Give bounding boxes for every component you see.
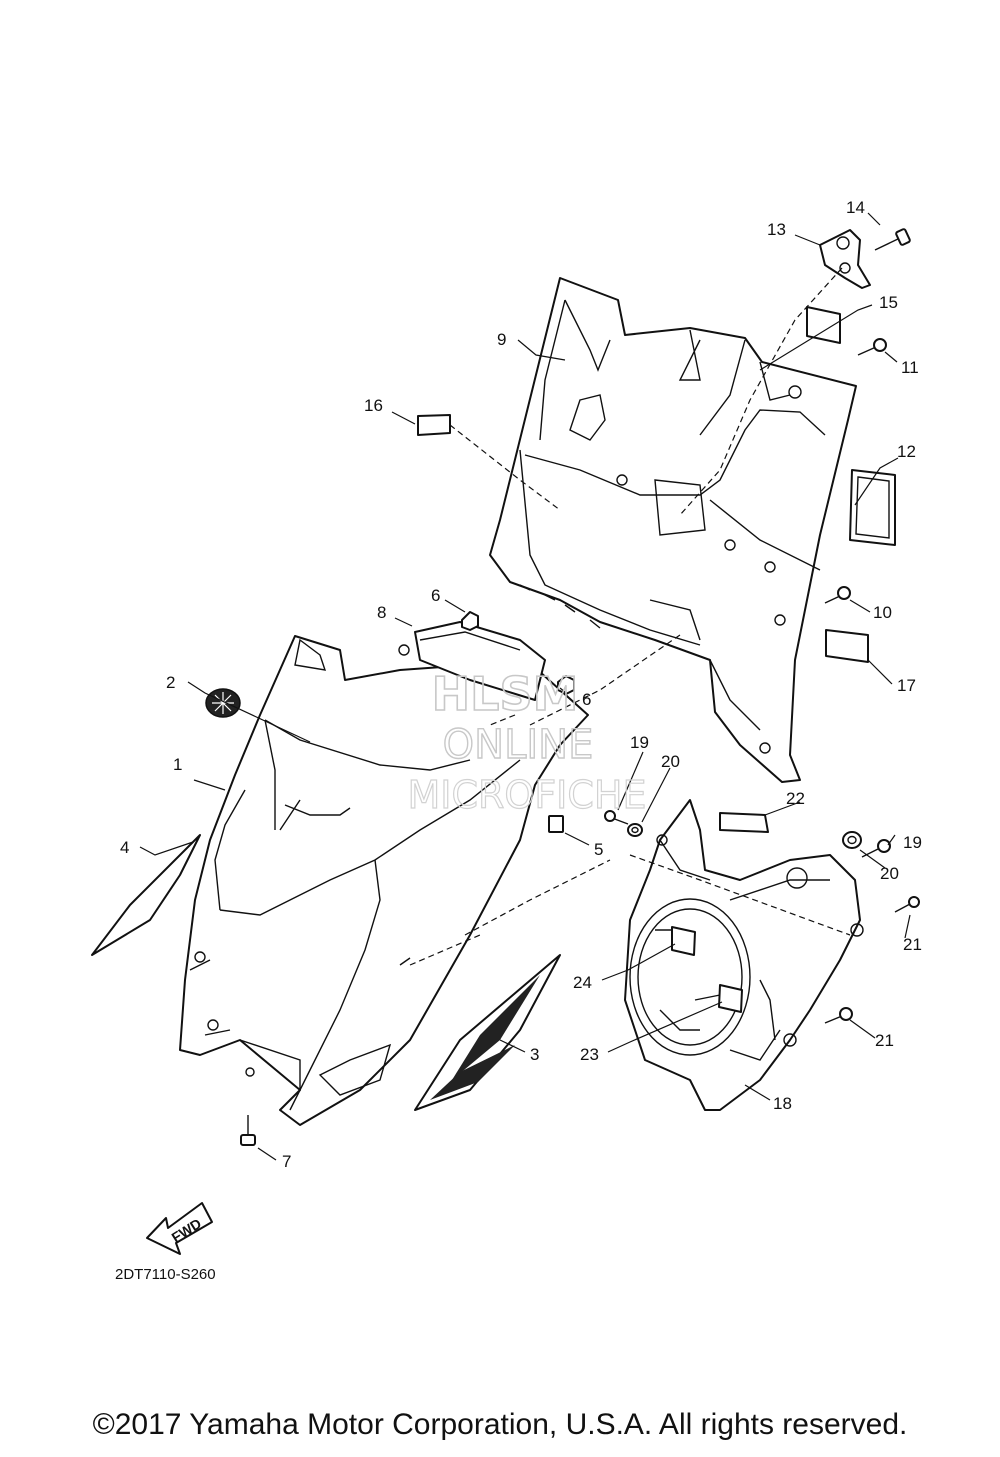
callout-20a: 20 — [661, 752, 680, 771]
callout-13: 13 — [767, 220, 786, 239]
part-13-clip — [819, 229, 871, 289]
part-6a-nut — [461, 611, 479, 631]
callout-4: 4 — [120, 838, 129, 857]
callout-22: 22 — [786, 789, 805, 808]
callout-12: 12 — [897, 442, 916, 461]
callout-10: 10 — [873, 603, 892, 622]
callout-18: 18 — [773, 1094, 792, 1113]
callout-labels: 1 2 3 4 5 6 6 7 8 9 10 11 12 13 14 15 16… — [120, 198, 922, 1171]
part-11-screw — [857, 338, 887, 356]
part-19a-screw — [604, 810, 629, 825]
part-15-label — [806, 306, 841, 344]
part-3-stripe-decal — [414, 954, 561, 1111]
part-23-socket — [694, 984, 743, 1013]
callout-11: 11 — [901, 358, 919, 377]
callout-19b: 19 — [903, 833, 922, 852]
part-22-pad — [719, 812, 769, 833]
part-18-headlight-housing — [624, 799, 864, 1111]
part-17-label — [825, 629, 869, 663]
part-21a-screw — [894, 896, 920, 913]
part-19b-screw — [861, 839, 891, 858]
part-12-reflector — [849, 469, 896, 546]
callout-24: 24 — [573, 973, 592, 992]
watermark-line-1: HLSM — [432, 667, 579, 721]
part-16-label — [417, 414, 451, 436]
callout-7: 7 — [282, 1152, 291, 1171]
part-10-screw — [824, 586, 851, 604]
callout-5: 5 — [594, 840, 603, 859]
callout-2: 2 — [166, 673, 175, 692]
part-2-emblem — [205, 688, 241, 718]
copyright-notice: ©2017 Yamaha Motor Corporation, U.S.A. A… — [92, 1408, 908, 1441]
fwd-arrow-icon: FWD — [146, 1202, 213, 1255]
watermark: HLSM ONLINE MICROFICHE — [407, 666, 647, 817]
callout-6a: 6 — [431, 586, 440, 605]
callout-21b: 21 — [875, 1031, 894, 1050]
drawing-code: 2DT7110-S260 — [115, 1266, 216, 1283]
callout-1: 1 — [173, 755, 182, 774]
part-14-screw — [874, 228, 911, 251]
callout-9: 9 — [497, 330, 506, 349]
callout-17: 17 — [897, 676, 916, 695]
callout-20b: 20 — [880, 864, 899, 883]
leader-lines — [139, 212, 911, 1161]
callout-3: 3 — [530, 1045, 539, 1064]
part-20a-washer — [627, 823, 643, 837]
part-7-bolt — [240, 1115, 256, 1146]
callout-23: 23 — [580, 1045, 599, 1064]
callout-8: 8 — [377, 603, 386, 622]
callout-16: 16 — [364, 396, 383, 415]
part-24-socket — [655, 926, 696, 956]
callout-14: 14 — [846, 198, 865, 217]
assembly-lines — [409, 267, 851, 966]
part-5-clip-nut — [548, 815, 564, 833]
part-9-inner-panel — [489, 277, 857, 783]
part-21b-screw — [824, 1007, 853, 1024]
callout-21a: 21 — [903, 935, 922, 954]
callout-6b: 6 — [582, 690, 591, 709]
watermark-line-2: ONLINE — [443, 722, 594, 768]
callout-19a: 19 — [630, 733, 649, 752]
callout-15: 15 — [879, 293, 898, 312]
watermark-line-3: MICROFICHE — [407, 773, 646, 817]
part-20b-washer — [842, 831, 862, 849]
part-4-panel — [91, 834, 201, 956]
